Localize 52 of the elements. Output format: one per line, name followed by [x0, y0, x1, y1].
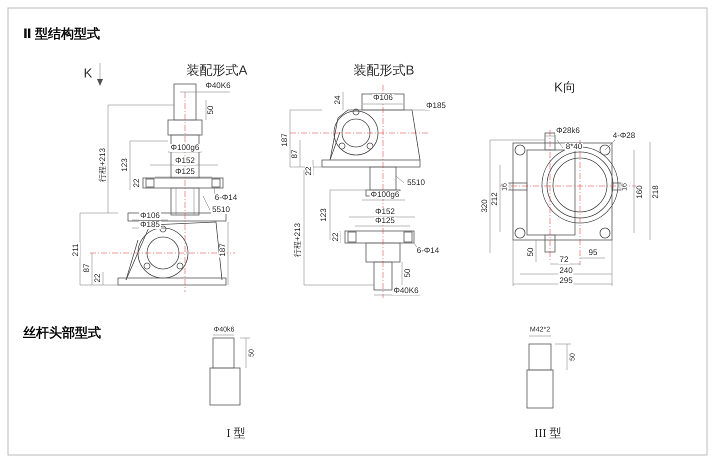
dimension-label: 240: [558, 267, 574, 275]
dimension-label: 320: [481, 198, 489, 214]
dimension-label: Φ185: [425, 102, 447, 110]
dimension-label: 87: [83, 262, 91, 274]
dimension-label: 24: [334, 94, 342, 106]
type-label: I 型: [226, 427, 246, 439]
dimension-label: Φ152: [374, 208, 396, 216]
dimension-label: 50: [527, 246, 535, 258]
dimension-label: 211: [72, 242, 80, 258]
dimension-label: 4-Φ28: [612, 132, 636, 140]
dimension-label: 187: [219, 242, 227, 258]
dimension-label: Φ40K6: [392, 287, 420, 295]
dimension-label: 6-Φ14: [416, 247, 440, 255]
dimension-label: 187: [281, 132, 289, 148]
dimension-label: Φ100g6: [170, 144, 200, 152]
dimension-label: 212: [491, 191, 499, 207]
dimension-label: Φ28k6: [555, 127, 581, 135]
dimension-label: 6-Φ14: [214, 194, 238, 202]
dimension-label: 行程+213: [294, 222, 302, 258]
dimension-label: Φ152: [174, 157, 196, 165]
dimension-label: 22: [133, 178, 141, 188]
dimension-label: Φ100g6: [370, 191, 400, 199]
dimension-label: 72: [558, 256, 570, 264]
dimension-label: 295: [558, 277, 574, 285]
dimension-label: Φ106: [372, 94, 394, 102]
heading: 丝杆头部型式: [22, 326, 102, 339]
dimension-label: 87: [291, 148, 299, 160]
dimension-label: 8*40: [564, 143, 584, 151]
dimension-label: Φ185: [139, 221, 161, 229]
dimension-label: 22: [94, 272, 102, 284]
dimension-label: 5510: [211, 206, 231, 214]
view-letter: K: [82, 66, 94, 80]
view-title: 装配形式A: [186, 64, 248, 76]
dimension-label: 123: [121, 157, 129, 173]
dimension-label: 行程+213: [99, 146, 107, 184]
dimension-label: Φ125: [174, 168, 196, 176]
dimension-label: Φ106: [139, 212, 161, 220]
dimension-label: 123: [320, 207, 328, 223]
view-title: K向: [553, 80, 577, 94]
type-label: III 型: [534, 427, 562, 439]
view-title: 装配形式B: [352, 64, 416, 76]
dimension-label: 5510: [406, 179, 426, 187]
dimension-label: Φ40K6: [204, 82, 232, 90]
dimension-label: 22: [332, 232, 340, 242]
dimension-label: 160: [636, 184, 644, 200]
dimension-label: 218: [652, 184, 660, 200]
dimension-label: Φ125: [374, 217, 396, 225]
dimension-label: 95: [588, 249, 598, 257]
dimension-label: 50: [404, 268, 412, 278]
dimension-label: 22: [305, 166, 313, 176]
heading: Ⅱ 型结构型式: [22, 27, 102, 40]
dimension-label: 50: [207, 104, 215, 116]
